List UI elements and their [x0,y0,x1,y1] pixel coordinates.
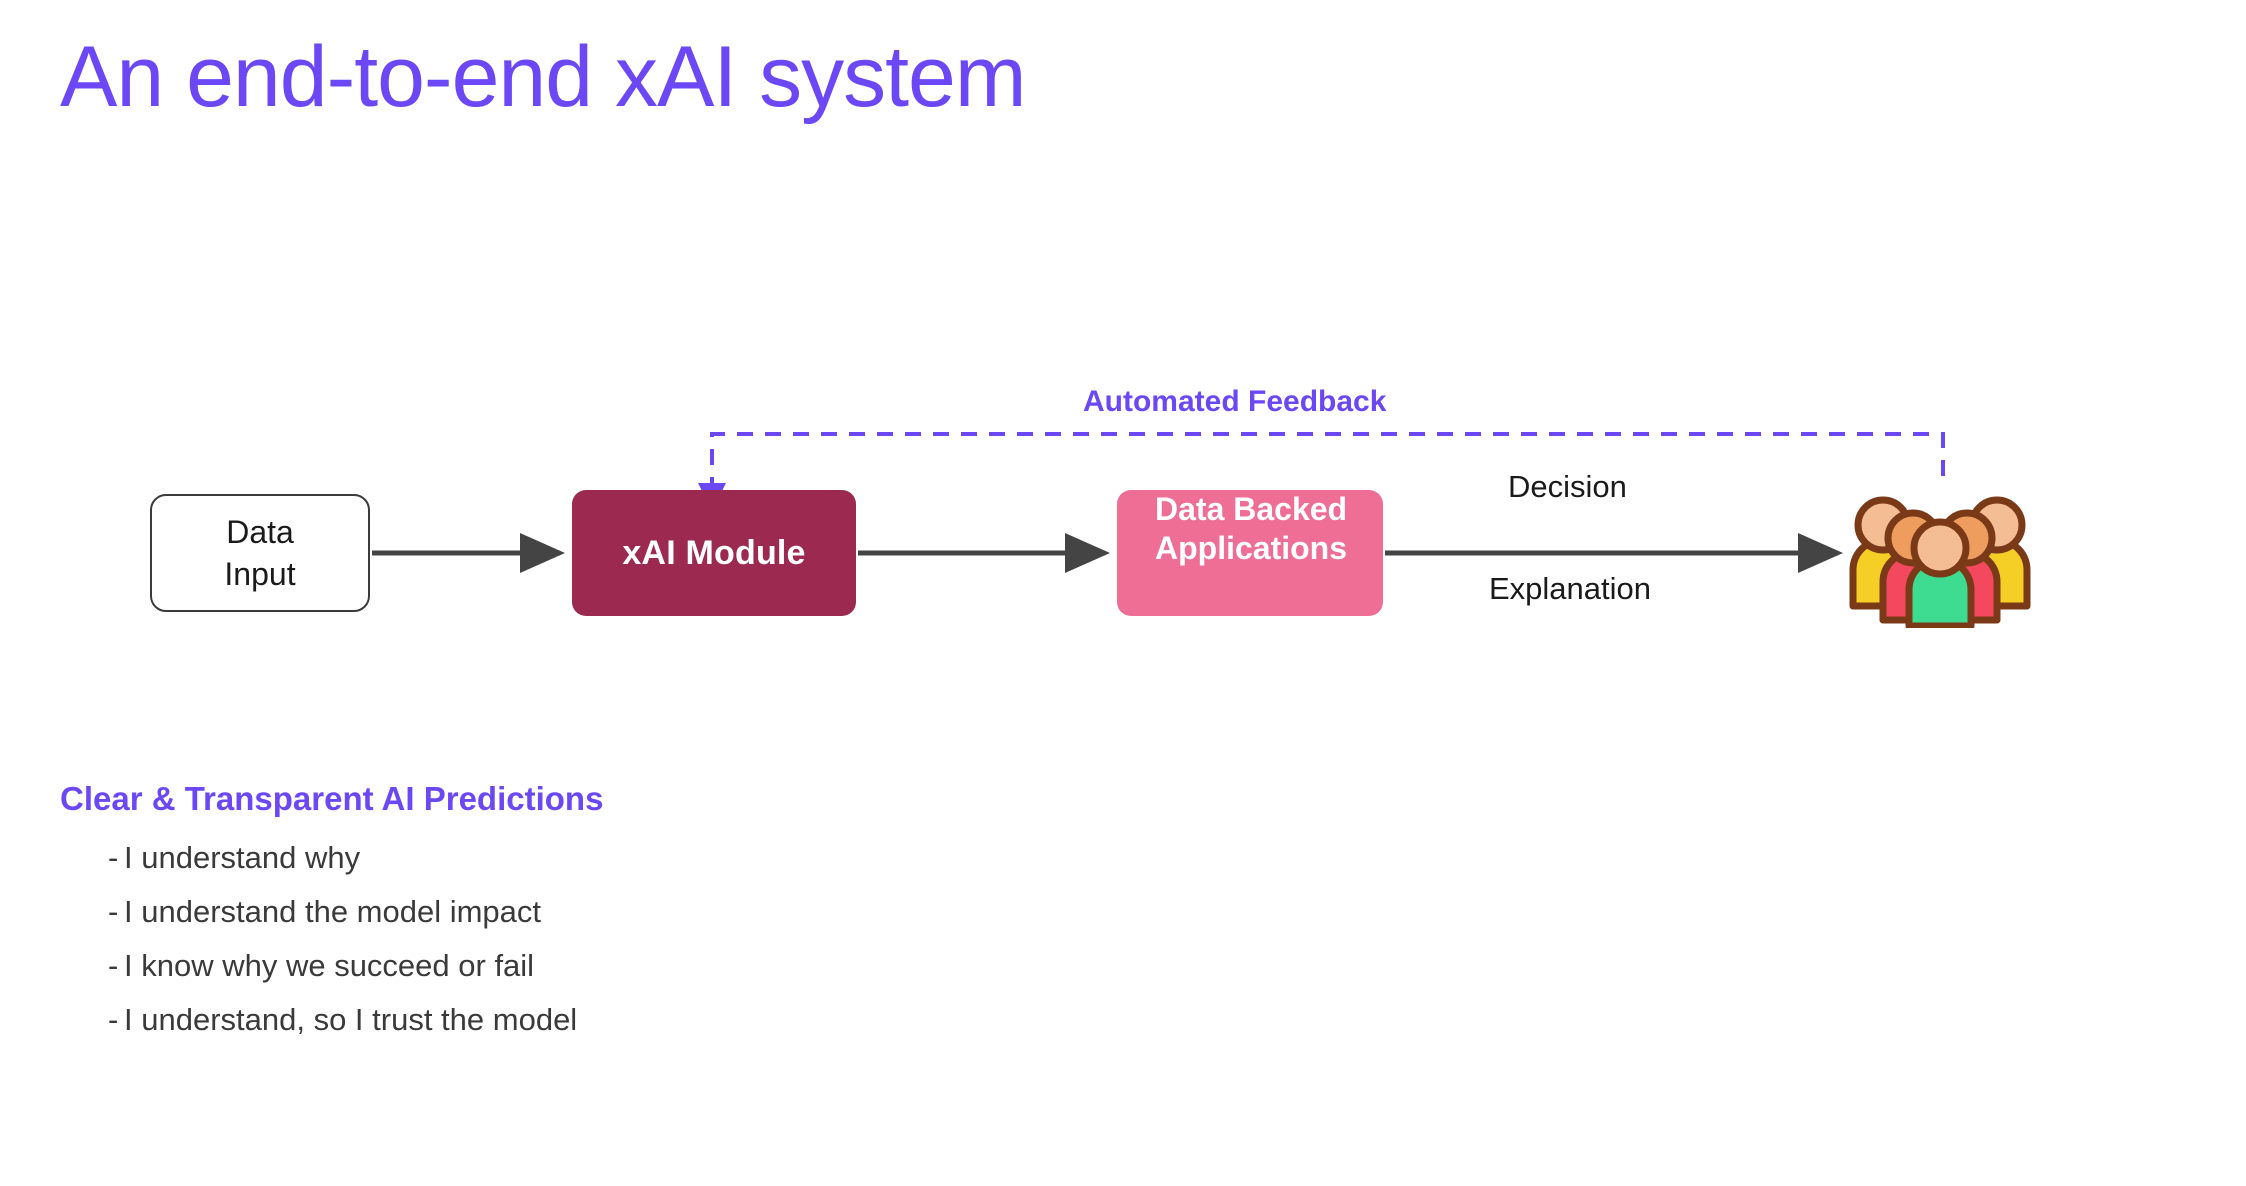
bullet-marker: - [108,948,119,983]
node-data-input-label-line1: Data [226,513,294,550]
node-data-input-label-line2: Input [224,556,296,592]
page-title: An end-to-end xAI system [60,29,1026,125]
edge-label-decision: Decision [1508,469,1627,504]
bullets-block: Clear & Transparent AI Predictions - I u… [60,780,1160,1056]
list-item: - I know why we succeed or fail [60,948,1160,984]
node-data-backed-applications-label-line1: Data Backed [1155,491,1348,527]
node-xai-module[interactable]: xAI Module [572,490,856,616]
node-data-backed-applications[interactable]: Data Backed Applications [1117,490,1383,616]
list-item: - I understand why [60,840,1160,876]
node-data-input[interactable]: Data Input [150,494,370,612]
node-xai-module-label: xAI Module [622,533,806,572]
bullets-heading: Clear & Transparent AI Predictions [60,780,604,817]
list-item: - I understand, so I trust the model [60,1002,1160,1038]
bullet-text: I know why we succeed or fail [124,948,535,983]
edge-label-explanation: Explanation [1489,571,1652,606]
people-group-icon [1849,496,2031,628]
bullet-marker: - [108,894,119,929]
bullet-text: I understand, so I trust the model [124,1002,578,1037]
bullet-text: I understand the model impact [124,894,542,929]
node-data-backed-applications-label-line2: Applications [1155,530,1348,567]
bullet-marker: - [108,1002,119,1037]
bullet-marker: - [108,840,119,875]
bullet-text: I understand why [124,840,361,875]
edge-label-automated-feedback: Automated Feedback [1083,385,1387,418]
list-item: - I understand the model impact [60,894,1160,930]
